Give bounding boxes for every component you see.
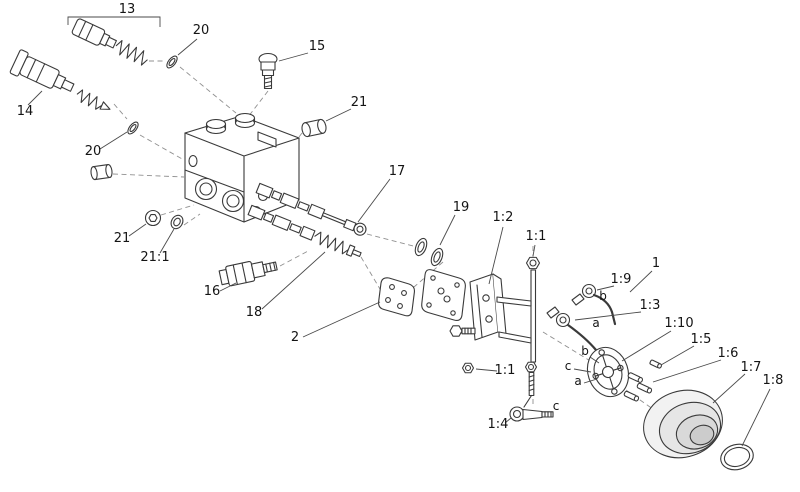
threaded-adjuster <box>523 371 535 408</box>
pin-1-5 <box>649 359 662 369</box>
seals-19 <box>414 237 444 267</box>
callout-labels: 13 20 14 15 21 20 17 19 21 21:1 16 18 2 … <box>17 2 784 432</box>
ball-joint-1-4 <box>509 406 554 422</box>
part-13-cartridge-assembly <box>71 18 148 66</box>
part-14-cartridge-assembly <box>9 49 111 110</box>
callout-2: 2 <box>291 330 299 345</box>
plate-1-2 <box>421 269 466 321</box>
bracket-1-2 <box>469 273 507 341</box>
link-rod-vertical <box>496 269 537 363</box>
oring-20-left <box>127 121 139 135</box>
callout-21-right: 21 <box>351 95 368 110</box>
callout-15: 15 <box>309 39 326 54</box>
nut-1-1-lower <box>461 362 475 374</box>
nut-1-1-upper <box>525 256 541 270</box>
callout-1-8: 1:8 <box>763 373 784 388</box>
callout-20-left: 20 <box>85 144 102 159</box>
leader-lines <box>27 16 771 447</box>
nut-on-rod <box>524 361 538 373</box>
callout-17: 17 <box>389 164 406 179</box>
callout-13: 13 <box>119 2 136 17</box>
plug-21-right <box>301 118 327 138</box>
callout-18: 18 <box>246 305 263 320</box>
oring-20-top <box>166 55 178 69</box>
callout-1-4: 1:4 <box>488 417 509 432</box>
callout-1: 1 <box>652 256 660 271</box>
plug-left-small <box>90 164 113 181</box>
ball-joint-1-9 <box>571 283 617 326</box>
callout-16: 16 <box>204 284 221 299</box>
spool-17-upper <box>255 182 367 236</box>
callout-1-10: 1:10 <box>664 316 693 331</box>
callout-ref-a-upper: a <box>592 316 599 330</box>
callout-14: 14 <box>17 104 34 119</box>
part-15-plug <box>258 52 278 90</box>
valve-body-top-bosses <box>205 112 277 148</box>
callout-19: 19 <box>453 200 470 215</box>
callout-ref-a-lower: a <box>574 374 581 388</box>
oring-1-8 <box>720 443 754 471</box>
bolt-hex <box>449 325 476 337</box>
callout-ref-b-upper: b <box>599 289 607 303</box>
callout-21-1: 21:1 <box>140 250 169 265</box>
pins-1-6 <box>623 372 653 402</box>
assembly-axis-lines <box>112 60 658 413</box>
relief-valve-16 <box>218 261 278 287</box>
callout-20-top: 20 <box>193 23 210 38</box>
callout-ref-c-upper: c <box>565 359 572 373</box>
callout-1-2: 1:2 <box>493 210 514 225</box>
callout-1-9: 1:9 <box>611 272 632 287</box>
callout-1-1-upper: 1:1 <box>526 229 547 244</box>
callout-1-6: 1:6 <box>718 346 739 361</box>
callout-1-5: 1:5 <box>691 332 712 347</box>
callout-ref-c-lower: c <box>553 399 560 413</box>
ball-joint-1-3 <box>546 306 604 360</box>
callout-1-1-lower: 1:1 <box>495 363 516 378</box>
callout-1-7: 1:7 <box>741 360 762 375</box>
callout-1-3: 1:3 <box>640 298 661 313</box>
spool-17-lower <box>247 204 362 257</box>
gasket-2 <box>378 277 415 317</box>
callout-ref-b-lower: b <box>581 344 589 358</box>
plug-21-left <box>144 209 162 227</box>
cover-1-7 <box>643 389 723 459</box>
disc-1-10 <box>586 346 630 398</box>
washer-21-1 <box>170 214 184 230</box>
valve-body <box>184 112 300 223</box>
callout-21-left: 21 <box>114 231 131 246</box>
